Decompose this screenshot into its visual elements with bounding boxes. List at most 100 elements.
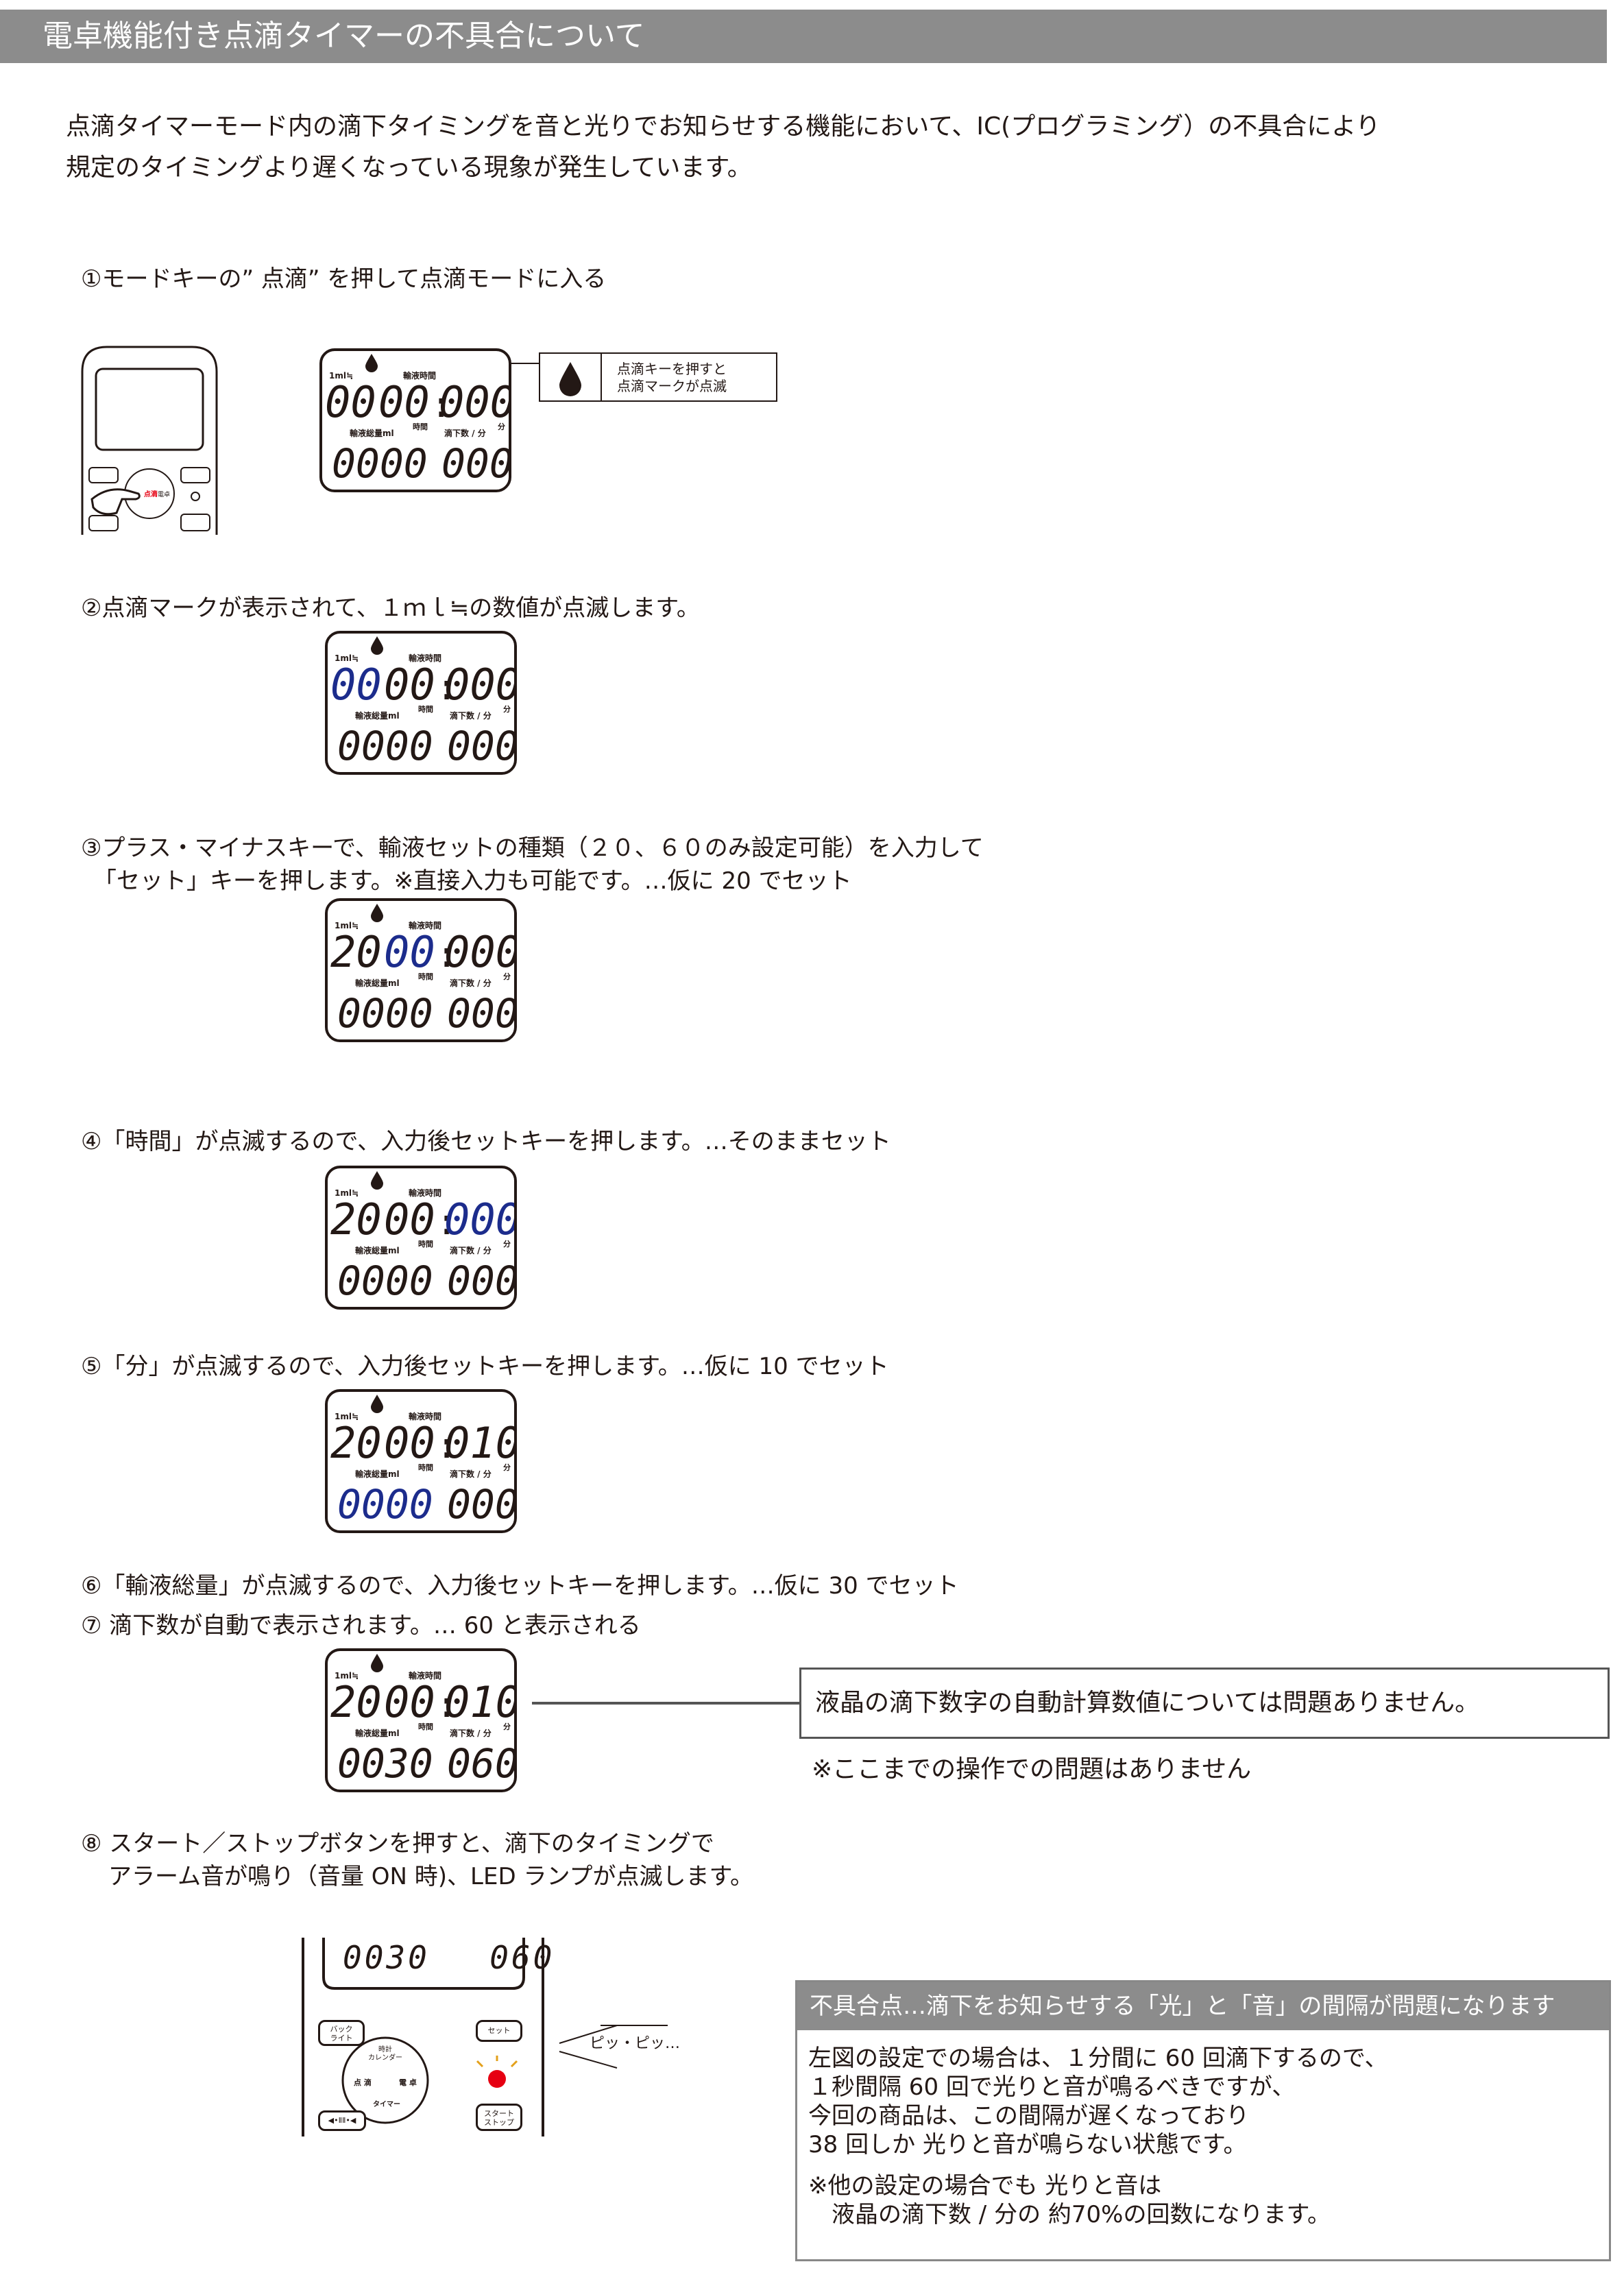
label-minutes: 分 <box>503 1722 511 1731</box>
lcd-ml-value: 00 <box>325 377 376 427</box>
lcd-minutes-value: 010 <box>444 1677 514 1727</box>
lcd-drops-value: 000 <box>447 723 514 769</box>
lcd-hours-value: 00 <box>378 377 430 427</box>
label-ml: 1ml≒ <box>329 371 353 381</box>
drip-key-callout: 点滴キーを押すと 点滴マークが点滅 <box>539 352 777 402</box>
intro-paragraph: 点滴タイマーモード内の滴下タイミングを音と光りでお知らせする機能において、IC(… <box>66 106 1380 189</box>
step-8-text-b: アラーム音が鳴り（音量 ON 時)、LED ランプが点滅します。 <box>108 1863 754 1890</box>
label-drops: 滴下数 / 分 <box>450 1469 492 1479</box>
svg-text:点滴: 点滴 <box>144 490 158 498</box>
label-hours: 時間 <box>418 972 433 981</box>
defect-line-1: 左図の設定での場合は、１分間に 60 回滴下するので、 <box>808 2045 1388 2072</box>
volume-button[interactable]: ◀•ⅡⅡ•◀ <box>318 2110 366 2131</box>
drip-mark-icon <box>371 1654 383 1672</box>
drip-mark-icon <box>371 1171 383 1190</box>
lcd-minutes-value: 010 <box>444 1418 514 1468</box>
label-total: 輸液総量ml <box>350 428 394 438</box>
beep-label: ピッ・ピッ… <box>590 2035 681 2052</box>
lcd-drops-value: 000 <box>447 1257 514 1304</box>
step-7-text: ⑦ 滴下数が自動で表示されます。… 60 と表示される <box>81 1612 641 1639</box>
label-hours: 時間 <box>418 1239 433 1249</box>
defect-box: 不具合点…滴下をお知らせする「光」と「音」の間隔が問題になります 左図の設定での… <box>795 1980 1611 2261</box>
calc-key[interactable]: 電 卓 <box>399 2078 417 2087</box>
step-3-text-b: 「セット」キーを押します。※直接入力も可能です。…仮に 20 でセット <box>93 867 852 895</box>
label-drops: 滴下数 / 分 <box>450 1728 492 1738</box>
step-4-text: ④「時間」が点滅するので、入力後セットキーを押します。…そのままセット <box>81 1128 891 1155</box>
lcd-ml-value: 20 <box>330 1677 382 1727</box>
lcd-colon: : <box>436 1202 457 1243</box>
ok-note-2: ※ここまでの操作での問題はありません <box>812 1755 1252 1783</box>
defect-line-4: 38 回しか 光りと音が鳴らない状態です。 <box>808 2131 1247 2158</box>
defect-line-2: １秒間隔 60 回で光りと音が鳴るべきですが、 <box>808 2073 1296 2101</box>
lcd-colon: : <box>436 1425 457 1467</box>
lcd-hours-value: 00 <box>384 1194 435 1244</box>
label-minutes: 分 <box>503 1462 511 1472</box>
intro-line-2: 規定のタイミングより遅くなっている現象が発生しています。 <box>66 154 752 182</box>
defect-line-3: 今回の商品は、この間隔が遅くなっており <box>808 2102 1250 2130</box>
lcd-total-value: 0000 <box>337 990 433 1037</box>
label-hours: 時間 <box>418 704 433 714</box>
label-infusion-time: 輸液時間 <box>409 1411 441 1421</box>
step-8-text-a: ⑧ スタート／ストップボタンを押すと、滴下のタイミングで <box>81 1830 714 1857</box>
step-6-text: ⑥「輸液総量」が点滅するので、入力後セットキーを押します。…仮に 30 でセット <box>81 1572 959 1600</box>
lcd-drops-value: 000 <box>441 440 509 487</box>
label-total: 輸液総量ml <box>355 1469 400 1479</box>
label-total: 輸液総量ml <box>355 1728 400 1738</box>
beep-lines <box>558 2023 668 2078</box>
drip-mark-icon <box>365 354 378 372</box>
lcd-ml-value: 20 <box>330 1194 382 1244</box>
start-stop-button[interactable]: スタート ストップ <box>476 2104 522 2131</box>
device-body-bottom <box>302 1938 544 2136</box>
set-button[interactable]: セット <box>476 2020 522 2042</box>
label-hours: 時間 <box>413 422 428 431</box>
label-minutes: 分 <box>503 704 511 714</box>
defect-line-6: 液晶の滴下数 / 分の 約70%の回数になります。 <box>832 2201 1331 2228</box>
clock-calendar-key[interactable]: 時計 カレンダー <box>368 2046 402 2062</box>
svg-text:電卓: 電卓 <box>158 490 170 498</box>
lcd-ml-value: 00 <box>330 660 382 710</box>
label-hours: 時間 <box>418 1722 433 1731</box>
callout-line-2: 点滴マークが点滅 <box>617 378 727 394</box>
defect-title: 不具合点…滴下をお知らせする「光」と「音」の間隔が問題になります <box>797 1982 1609 2030</box>
lcd-minutes-value: 000 <box>439 377 509 427</box>
step-5-text: ⑤「分」が点滅するので、入力後セットキーを押します。…仮に 10 でセット <box>81 1353 889 1380</box>
lcd-minutes-value: 000 <box>444 927 514 977</box>
label-ml: 1ml≒ <box>335 921 359 930</box>
lcd-total-value: 0000 <box>332 440 428 487</box>
page-title: 電卓機能付き点滴タイマーの不具合について <box>43 19 645 53</box>
lcd-drops-value: 000 <box>447 1481 514 1528</box>
lcd-colon: : <box>436 1685 457 1726</box>
lcd-hours-value: 00 <box>384 660 435 710</box>
device-body: 点滴 電卓 <box>81 346 218 535</box>
lcd-hours-value: 00 <box>384 1677 435 1727</box>
bottom-lcd-total: 0030 <box>343 1939 430 1976</box>
drip-key[interactable]: 点 滴 <box>354 2078 372 2087</box>
lcd-ml-value: 20 <box>330 927 382 977</box>
label-infusion-time: 輸液時間 <box>409 653 441 663</box>
timer-key[interactable]: タイマー <box>373 2101 400 2108</box>
drip-mark-icon <box>371 1395 383 1413</box>
label-infusion-time: 輸液時間 <box>409 1670 441 1681</box>
defect-line-5: ※他の設定の場合でも 光りと音は <box>808 2172 1162 2200</box>
label-drops: 滴下数 / 分 <box>444 428 486 438</box>
ok-note-connector <box>532 1702 799 1705</box>
label-minutes: 分 <box>498 422 505 431</box>
lcd-total-value: 0000 <box>337 1481 433 1528</box>
label-drops: 滴下数 / 分 <box>450 978 492 988</box>
led-lamp <box>488 2070 506 2088</box>
drip-mark-icon <box>371 636 383 655</box>
backlight-button[interactable]: バック ライト <box>318 2020 365 2046</box>
label-ml: 1ml≒ <box>335 1188 359 1198</box>
label-hours: 時間 <box>418 1462 433 1472</box>
label-minutes: 分 <box>503 972 511 981</box>
lcd-total-value: 0000 <box>337 1257 433 1304</box>
